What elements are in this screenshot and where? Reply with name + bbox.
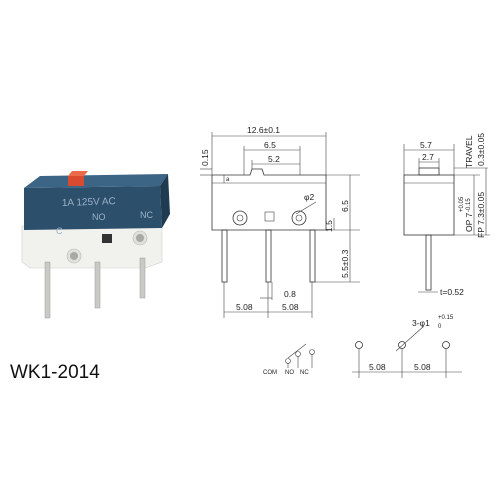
dim-overall-width: 12.6±0.1 bbox=[247, 125, 280, 135]
pcb-pitch-left: 5.08 bbox=[369, 362, 386, 372]
schematic-nc-node bbox=[309, 349, 315, 355]
dim-pin-length: 5.5±0.3 bbox=[340, 249, 350, 278]
travel-value: 0.3±0.05 bbox=[476, 133, 486, 166]
pcb-hole-spec: 3-φ1 bbox=[412, 318, 430, 328]
op-label: OP 7 bbox=[464, 213, 474, 232]
op-tol-lower: -0.15 bbox=[466, 198, 472, 212]
dim-actuator-width: 2.7 bbox=[422, 152, 434, 162]
front-pin-nc bbox=[309, 229, 316, 283]
body-marking-nc: NC bbox=[140, 210, 153, 220]
side-actuator bbox=[418, 167, 440, 176]
dim-5-2: 5.2 bbox=[268, 154, 280, 164]
switch-housing bbox=[24, 186, 162, 230]
schematic-com-node bbox=[285, 358, 291, 364]
front-pin-com bbox=[221, 229, 228, 283]
front-view: a 12.6±0.1 6.5 5.2 0.15 φ2 bbox=[200, 125, 360, 318]
travel-label: TRAVEL bbox=[464, 135, 474, 168]
terminal-no bbox=[94, 261, 101, 309]
body-marking-c: C bbox=[56, 226, 63, 236]
dim-1-5: 1.5 bbox=[324, 220, 334, 232]
model-name: WK1-2014 bbox=[10, 362, 100, 383]
dim-top-offset: 0.15 bbox=[200, 149, 210, 166]
front-hole-right bbox=[291, 210, 307, 226]
dim-pitch-right: 5.08 bbox=[282, 302, 299, 312]
side-body-outline bbox=[403, 174, 455, 236]
dim-6-5-top: 6.5 bbox=[264, 140, 276, 150]
schematic-label-no: NO bbox=[285, 370, 294, 376]
side-view: 5.7 2.7 TRAVEL 0.3±0.05 OP 7 +0.05 -0.15… bbox=[403, 133, 490, 297]
front-pin-no bbox=[265, 229, 272, 283]
schematic-label-com: COM bbox=[263, 370, 277, 376]
dim-thickness: t=0.52 bbox=[440, 287, 464, 297]
terminal-com bbox=[44, 261, 51, 319]
fp-label: FP 7.3±0.05 bbox=[476, 192, 486, 238]
pcb-hole-nc bbox=[442, 341, 450, 349]
switch-housing-top bbox=[24, 174, 168, 188]
body-marking-no: NO bbox=[92, 212, 106, 222]
op-tol-upper: +0.05 bbox=[459, 196, 465, 212]
side-terminal bbox=[425, 234, 432, 291]
front-hole-left bbox=[232, 210, 248, 226]
dim-side-width: 5.7 bbox=[420, 140, 432, 150]
svg-text:a: a bbox=[226, 177, 230, 183]
terminal-nc bbox=[139, 257, 146, 299]
pcb-hole-com bbox=[355, 341, 363, 349]
body-marking-rating: 1A 125V AC bbox=[62, 196, 116, 209]
dim-pitch-left: 5.08 bbox=[236, 302, 253, 312]
pcb-hole-tol-lower: 0 bbox=[438, 324, 442, 330]
dim-pin-offset: 0.8 bbox=[284, 289, 296, 299]
dim-height: 6.5 bbox=[340, 200, 350, 212]
actuator-button bbox=[68, 176, 84, 186]
switch-housing-side bbox=[160, 174, 170, 228]
switch-photo: 1A 125V AC NO NC C bbox=[21, 171, 170, 319]
pcb-layout: 3-φ1 +0.15 0 5.08 5.08 bbox=[352, 315, 462, 378]
front-body-outline bbox=[211, 168, 327, 231]
pcb-pitch-right: 5.08 bbox=[414, 362, 431, 372]
pcb-hole-no bbox=[398, 341, 406, 349]
contact-schematic: COM NO NC bbox=[263, 343, 315, 376]
schematic-no-node bbox=[295, 351, 301, 357]
pcb-hole-tol-upper: +0.15 bbox=[438, 315, 454, 321]
dim-hole-diameter: φ2 bbox=[304, 192, 315, 202]
schematic-label-nc: NC bbox=[300, 370, 309, 376]
